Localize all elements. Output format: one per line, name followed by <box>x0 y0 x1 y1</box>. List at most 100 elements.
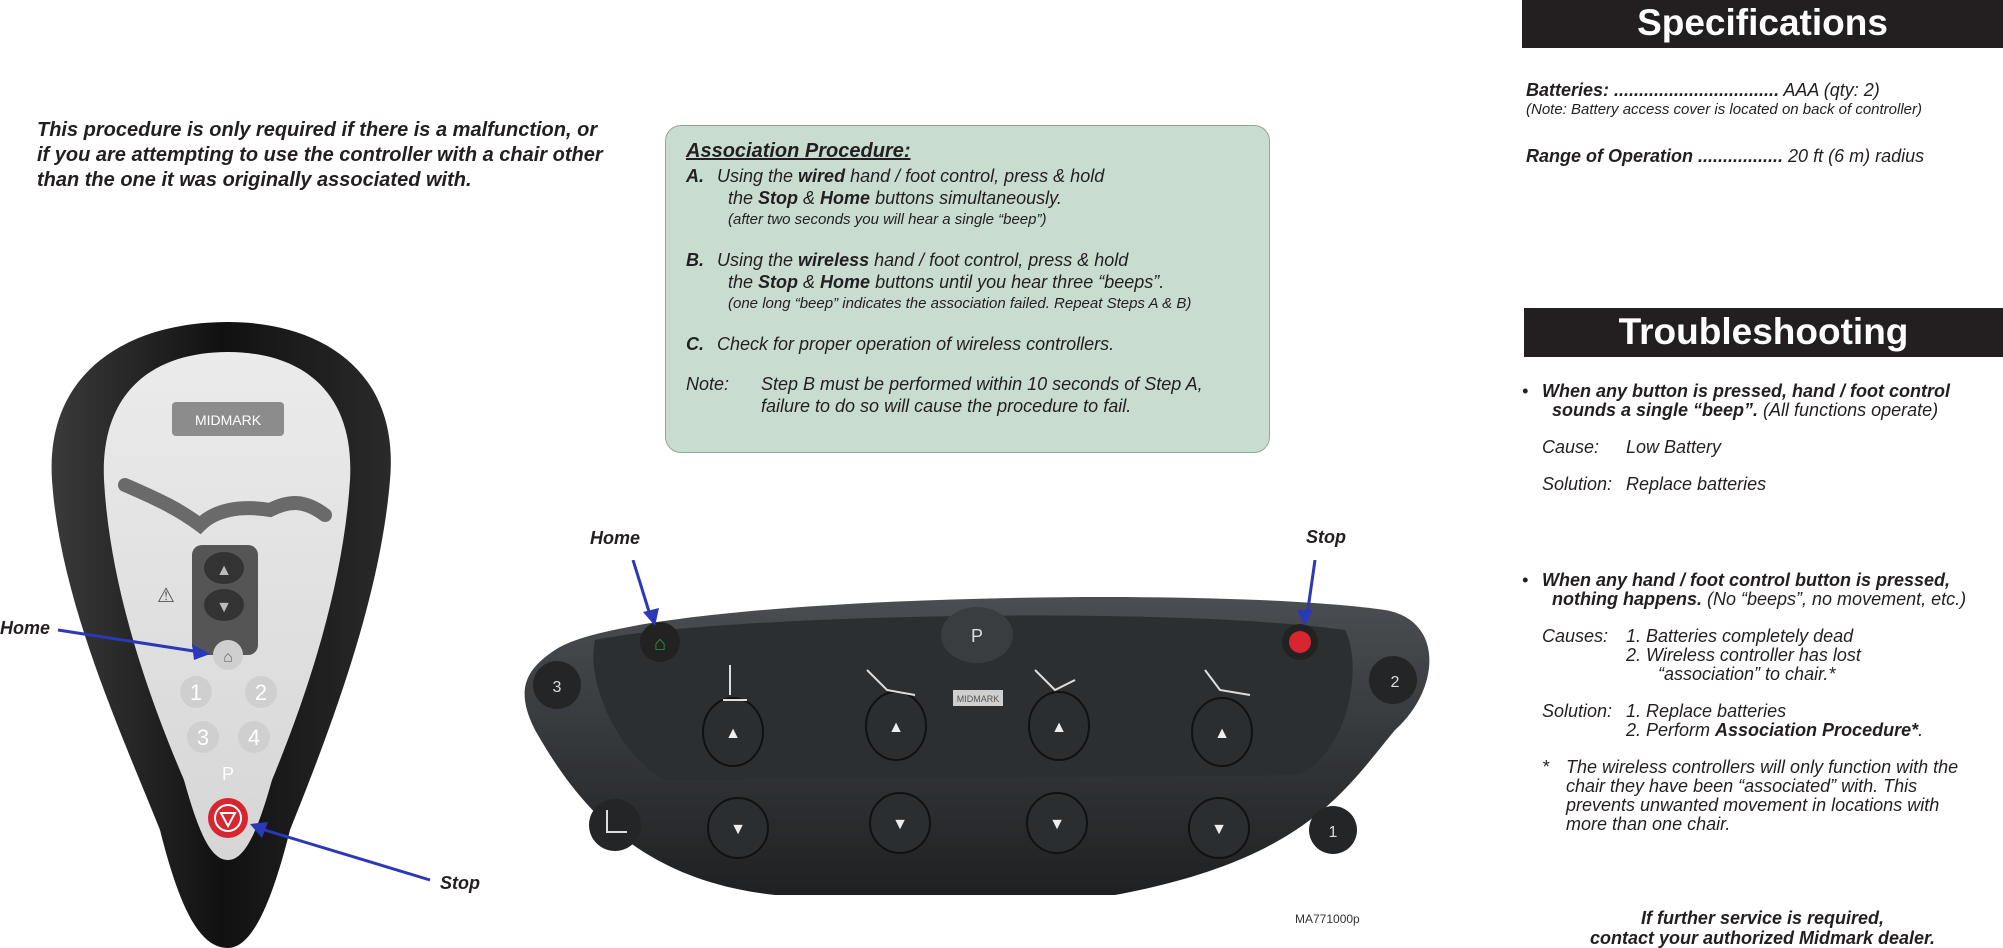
step-b-letter: B. <box>686 250 704 270</box>
step-a-line-2: the Stop & Home buttons simultaneously. <box>686 187 1249 209</box>
home-callout-label-foot: Home <box>590 528 641 548</box>
side-button-1 <box>1309 806 1357 854</box>
down-button <box>204 589 244 621</box>
step-c-line: C.Check for proper operation of wireless… <box>686 333 1249 355</box>
button-4: 4 <box>248 725 260 750</box>
up-button-4 <box>1191 697 1253 767</box>
chair-position-button <box>589 799 641 851</box>
home-callout-arrow <box>57 628 201 654</box>
causes-1: 1. Batteries completely dead <box>1626 626 1854 646</box>
stop-icon <box>1289 631 1311 653</box>
service-note: If further service is required, contact … <box>1522 908 2003 948</box>
text-bold: Home <box>820 188 871 208</box>
batteries-value: AAA (qty: 2) <box>1779 80 1880 100</box>
text-bold: Stop <box>758 272 799 292</box>
leader-dots: ................................. <box>1614 80 1780 100</box>
stop-button <box>208 798 248 838</box>
up-arrow-icon: ▲ <box>1214 725 1230 742</box>
text: buttons until you hear three “beeps”. <box>870 272 1165 292</box>
midmark-logo <box>172 402 284 436</box>
stop-callout-label-foot: Stop <box>1306 527 1346 547</box>
part-number: MA771000p <box>1295 912 1360 926</box>
home-button <box>213 640 243 670</box>
text: & <box>798 188 821 208</box>
cause-label: Cause: <box>1542 437 1600 457</box>
intro-line: This procedure is only required if there… <box>37 119 598 141</box>
side-button-2 <box>1369 656 1417 704</box>
down-button-2 <box>869 792 931 854</box>
text: & <box>798 272 821 292</box>
program-button: P <box>222 764 234 784</box>
causes-3: “association” to chair.* <box>1658 664 1836 684</box>
home-callout-arrow <box>631 560 653 619</box>
text: hand / foot control, press & hold <box>845 166 1105 186</box>
down-button-3 <box>1026 792 1088 854</box>
hand-control-illustration: MIDMARK ▲ ▼ ⚠ ⌂ 1 2 3 4 P <box>51 322 431 948</box>
side-label-1: 1 <box>1329 824 1338 841</box>
batteries-note: (Note: Battery access cover is located o… <box>1526 101 1923 118</box>
batteries-label: Batteries: <box>1526 80 1615 100</box>
trouble-1-line-1: When any button is pressed, hand / foot … <box>1542 381 1951 401</box>
text-bold: Stop <box>758 188 799 208</box>
program-label: P <box>971 626 983 646</box>
home-icon: ⌂ <box>223 649 233 666</box>
button-2: 2 <box>255 680 267 705</box>
step-a-letter: A. <box>686 166 704 186</box>
cause-value: Low Battery <box>1626 437 1722 457</box>
step-b-line-1: B. Using the wireless hand / foot control… <box>686 249 1249 271</box>
up-arrow-icon: ▲ <box>216 562 232 579</box>
specifications-body: Batteries: .............................… <box>1526 80 2003 167</box>
down-arrow-icon: ▼ <box>1211 821 1227 838</box>
causes-2: 2. Wireless controller has lost <box>1626 645 1861 665</box>
text: . <box>1918 720 1924 740</box>
range-value: 20 ft (6 m) radius <box>1783 146 1925 166</box>
footnote-line: prevents unwanted movement in locations … <box>1566 795 1940 815</box>
stop-icon <box>219 812 237 829</box>
text: hand / foot control, press & hold <box>869 250 1129 270</box>
note-line-2: failure to do so will cause the procedur… <box>761 396 1132 416</box>
solution-label: Solution: <box>1542 474 1613 494</box>
intro-paragraph: This procedure is only required if there… <box>37 118 627 193</box>
solution-2-2: 2. Perform Association Procedure*. <box>1522 721 2003 740</box>
step-b-line-2: the Stop & Home buttons until you hear t… <box>686 271 1249 293</box>
text-bold: wireless <box>798 250 870 270</box>
step-a-line-1: A.Using the wired hand / foot control, p… <box>686 165 1249 187</box>
up-button-3 <box>1028 691 1090 761</box>
footnote-line: The wireless controllers will only funct… <box>1566 757 1959 777</box>
stop-callout-arrow <box>1305 560 1317 617</box>
association-title: Association Procedure: <box>686 140 911 162</box>
text: Using the <box>717 250 799 270</box>
text: buttons simultaneously. <box>870 188 1062 208</box>
leader-dots: ................. <box>1698 146 1784 166</box>
text: the <box>728 188 759 208</box>
step-c-letter: C. <box>686 334 704 354</box>
button-3: 3 <box>197 725 209 750</box>
chair-lift-icon <box>723 665 747 701</box>
down-arrow-icon: ▼ <box>892 816 908 833</box>
trouble-item-2: •When any hand / foot control button is … <box>1522 571 2003 834</box>
program-button <box>941 607 1013 663</box>
foot-control-illustration: ⌂ P MIDMARK ▲ ▲ ▲ ▲ ▼ ▼ ▼ ▼ 3 2 1 <box>524 560 1430 895</box>
intro-line: than the one it was originally associate… <box>37 169 472 191</box>
service-line-2: contact your authorized Midmark dealer. <box>1589 928 1936 948</box>
text: Step B must be performed within 10 secon… <box>761 374 1203 394</box>
home-icon: ⌂ <box>654 633 666 655</box>
down-button-1 <box>707 797 769 859</box>
up-arrow-icon: ▲ <box>725 725 741 742</box>
side-label-2: 2 <box>1391 674 1400 691</box>
up-arrow-icon: ▲ <box>888 719 904 736</box>
solution-value: Replace batteries <box>1626 474 1767 494</box>
stop-callout-arrow <box>257 826 431 882</box>
down-arrow-icon: ▼ <box>216 599 232 616</box>
text: 2. Perform <box>1626 720 1716 740</box>
down-arrow-icon: ▼ <box>1049 816 1065 833</box>
button-1: 1 <box>190 680 202 705</box>
recline-icon <box>1204 669 1251 696</box>
midmark-logo-text: MIDMARK <box>195 412 262 428</box>
intro-line: if you are attempting to use the control… <box>37 144 603 166</box>
footnote: The wireless controllers will only funct… <box>1566 758 1958 834</box>
solution-label: Solution: <box>1542 701 1613 721</box>
warning-icon: ⚠ <box>157 585 175 607</box>
range-line: Range of Operation ................. 20 … <box>1526 146 2003 167</box>
midmark-logo <box>953 690 1003 706</box>
